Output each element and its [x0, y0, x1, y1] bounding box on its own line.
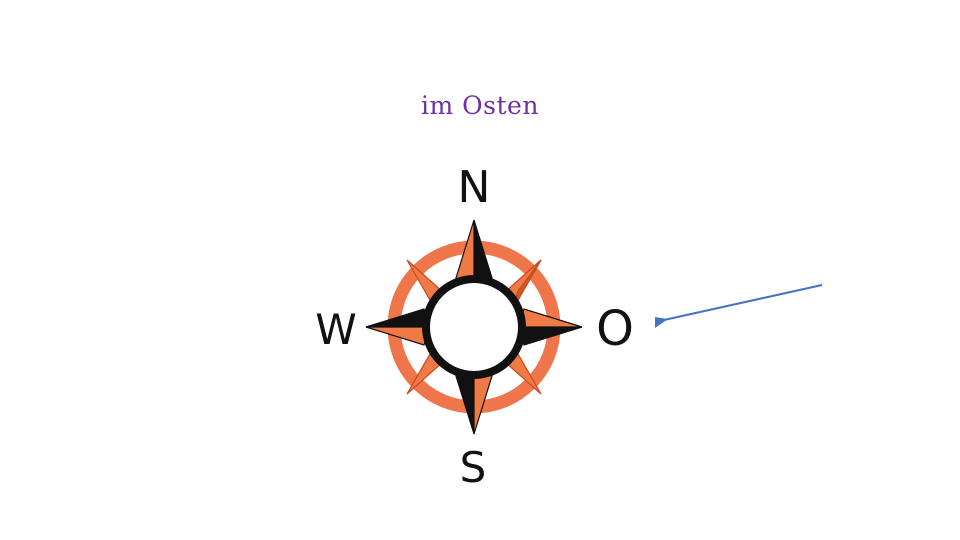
compass-rose-graphic — [365, 219, 583, 435]
compass-cardinal-points — [365, 219, 583, 435]
label-north: N — [457, 162, 491, 213]
compass-rose: N W O S — [300, 160, 660, 495]
east-pointer-arrow — [655, 284, 823, 331]
label-south: S — [459, 443, 487, 492]
arrow-line — [655, 284, 823, 331]
slide-title: im Osten — [421, 91, 539, 120]
compass-center — [430, 283, 518, 371]
label-east: O — [596, 301, 634, 357]
label-west: W — [315, 305, 357, 354]
